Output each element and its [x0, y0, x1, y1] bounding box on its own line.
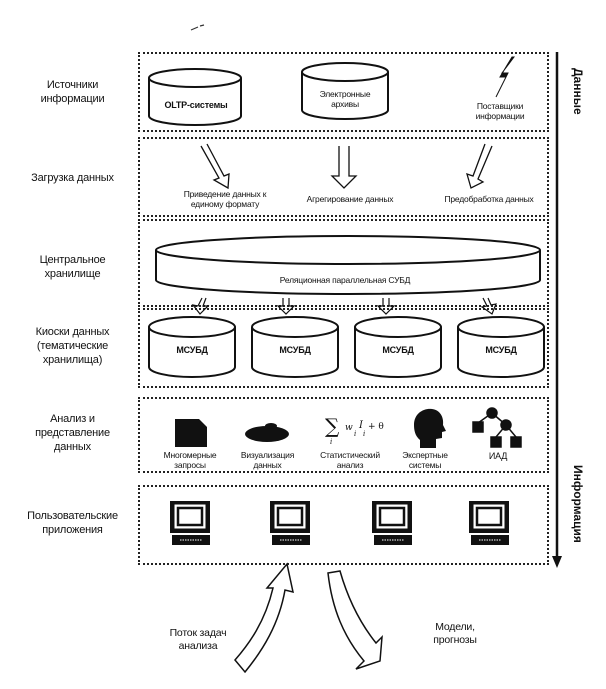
- stray-mark: [190, 24, 205, 31]
- label-line: Статистический: [320, 450, 380, 460]
- label-line: Анализ и: [50, 413, 95, 425]
- label-line: Загрузка данных: [31, 172, 114, 184]
- label-line: представление: [35, 427, 110, 439]
- label-line: Электронные: [319, 89, 371, 99]
- label-line: данных: [54, 441, 91, 453]
- formula-I: I: [359, 420, 363, 431]
- label-line: запросы: [174, 460, 206, 470]
- head-expert-icon: [414, 408, 446, 448]
- formula-sub: i: [330, 438, 333, 446]
- label-line: Визуализация: [240, 450, 295, 460]
- stats-formula: ∑ i w i I i + θ: [325, 414, 405, 446]
- loading-preprocess-label: Предобработка данных: [444, 194, 534, 204]
- arrow-down-icon: [552, 556, 562, 568]
- mart-label: МСУБД: [279, 345, 311, 355]
- mart-label: МСУБД: [176, 345, 208, 355]
- loading-format-label: Приведение данных к единому формату: [170, 189, 280, 209]
- lightning-icon: [495, 56, 515, 98]
- label-line: информации: [40, 93, 105, 105]
- label-line: Многомерные: [163, 450, 217, 460]
- loading-aggregate-label: Агрегирование данных: [306, 194, 394, 204]
- layer-label-marts: Киоски данных (тематические хранилища): [10, 325, 135, 367]
- layer-box-marts: [138, 308, 549, 388]
- computer-monitor-icon: [170, 501, 210, 545]
- formula-sub: i: [363, 430, 366, 438]
- layer-box-loading: [138, 137, 549, 217]
- computer-monitor-icon: [270, 501, 310, 545]
- layer-box-apps: [138, 485, 549, 565]
- mart-label: МСУБД: [485, 345, 517, 355]
- layer-label-analysis: Анализ и представление данных: [10, 412, 135, 454]
- label-line: архивы: [331, 99, 359, 109]
- label-line: Модели,: [435, 621, 475, 633]
- layer-label-sources: Источники информации: [10, 78, 135, 106]
- providers-label: Поставщики информации: [460, 101, 540, 121]
- label-line: Приведение данных к: [183, 189, 267, 199]
- multidim-cube-icon: [175, 419, 207, 447]
- central-to-marts-arrows: [191, 297, 497, 315]
- label-line: Пользовательские: [27, 510, 118, 522]
- arrow-aggregate-icon: [330, 146, 358, 189]
- layer-label-central: Центральное хранилище: [10, 253, 135, 281]
- label-line: хранилища): [42, 354, 103, 366]
- label-line: Экспертные: [402, 450, 448, 460]
- layer-box-analysis: [138, 397, 549, 473]
- arrow-format-icon: [200, 143, 230, 190]
- mart-cylinder-icon: [457, 316, 545, 378]
- label-line: прогнозы: [433, 634, 477, 646]
- formula-w: w: [345, 423, 353, 433]
- tasks-flow-label: Поток задач анализа: [148, 627, 248, 653]
- label-line: анализа: [178, 640, 218, 652]
- tasks-flow-arrow-icon: [234, 562, 294, 674]
- label-line: хранилище: [44, 268, 101, 280]
- multidim-label: Многомерные запросы: [155, 450, 225, 470]
- label-line: системы: [408, 460, 442, 470]
- label-line: Источники: [46, 79, 99, 91]
- mart-cylinder-icon: [354, 316, 442, 378]
- tree-iad-icon: [472, 407, 522, 448]
- mart-label: МСУБД: [382, 345, 414, 355]
- label-line: данных: [253, 460, 282, 470]
- oltp-label: OLTP-системы: [164, 100, 228, 110]
- formula-tail: + θ: [368, 422, 384, 432]
- axis-label-data: Данные: [571, 68, 585, 115]
- label-line: анализ: [336, 460, 364, 470]
- models-flow-label: Модели, прогнозы: [420, 621, 490, 647]
- archives-cylinder-icon: [301, 62, 389, 120]
- label-line: Центральное: [39, 254, 106, 266]
- central-db-label: Реляционная параллельная СУБД: [279, 275, 411, 285]
- iad-label: ИАД: [488, 451, 508, 461]
- label-line: Киоски данных: [35, 326, 110, 338]
- expert-label: Экспертные системы: [390, 450, 460, 470]
- oltp-cylinder-icon: [148, 68, 242, 126]
- label-line: приложения: [42, 524, 103, 536]
- label-line: Поток задач: [169, 627, 227, 639]
- mart-cylinder-icon: [251, 316, 339, 378]
- layer-label-apps: Пользовательские приложения: [10, 509, 135, 537]
- layer-box-sources: [138, 52, 549, 132]
- label-line: (тематические: [36, 340, 109, 352]
- formula-sub: i: [354, 430, 357, 438]
- archives-label: Электронные архивы: [300, 89, 390, 109]
- central-db-icon: [155, 235, 541, 295]
- layer-label-loading: Загрузка данных: [10, 171, 135, 185]
- label-line: информации: [475, 111, 525, 121]
- layer-box-central: [138, 219, 549, 307]
- arrow-down-icon: [191, 297, 497, 315]
- computer-monitor-icon: [372, 501, 412, 545]
- axis-label-information: Информация: [571, 465, 585, 543]
- stats-label: Статистический анализ: [310, 450, 390, 470]
- arrow-preprocess-icon: [466, 143, 493, 189]
- computer-monitor-icon: [469, 501, 509, 545]
- visualization-blob-icon: [245, 423, 289, 442]
- sum-symbol: ∑: [325, 414, 340, 438]
- visualization-label: Визуализация данных: [230, 450, 305, 470]
- models-flow-arrow-icon: [327, 570, 383, 670]
- data-to-information-axis: [552, 52, 562, 568]
- mart-cylinder-icon: [148, 316, 236, 378]
- label-line: единому формату: [190, 199, 260, 209]
- label-line: Поставщики: [476, 101, 524, 111]
